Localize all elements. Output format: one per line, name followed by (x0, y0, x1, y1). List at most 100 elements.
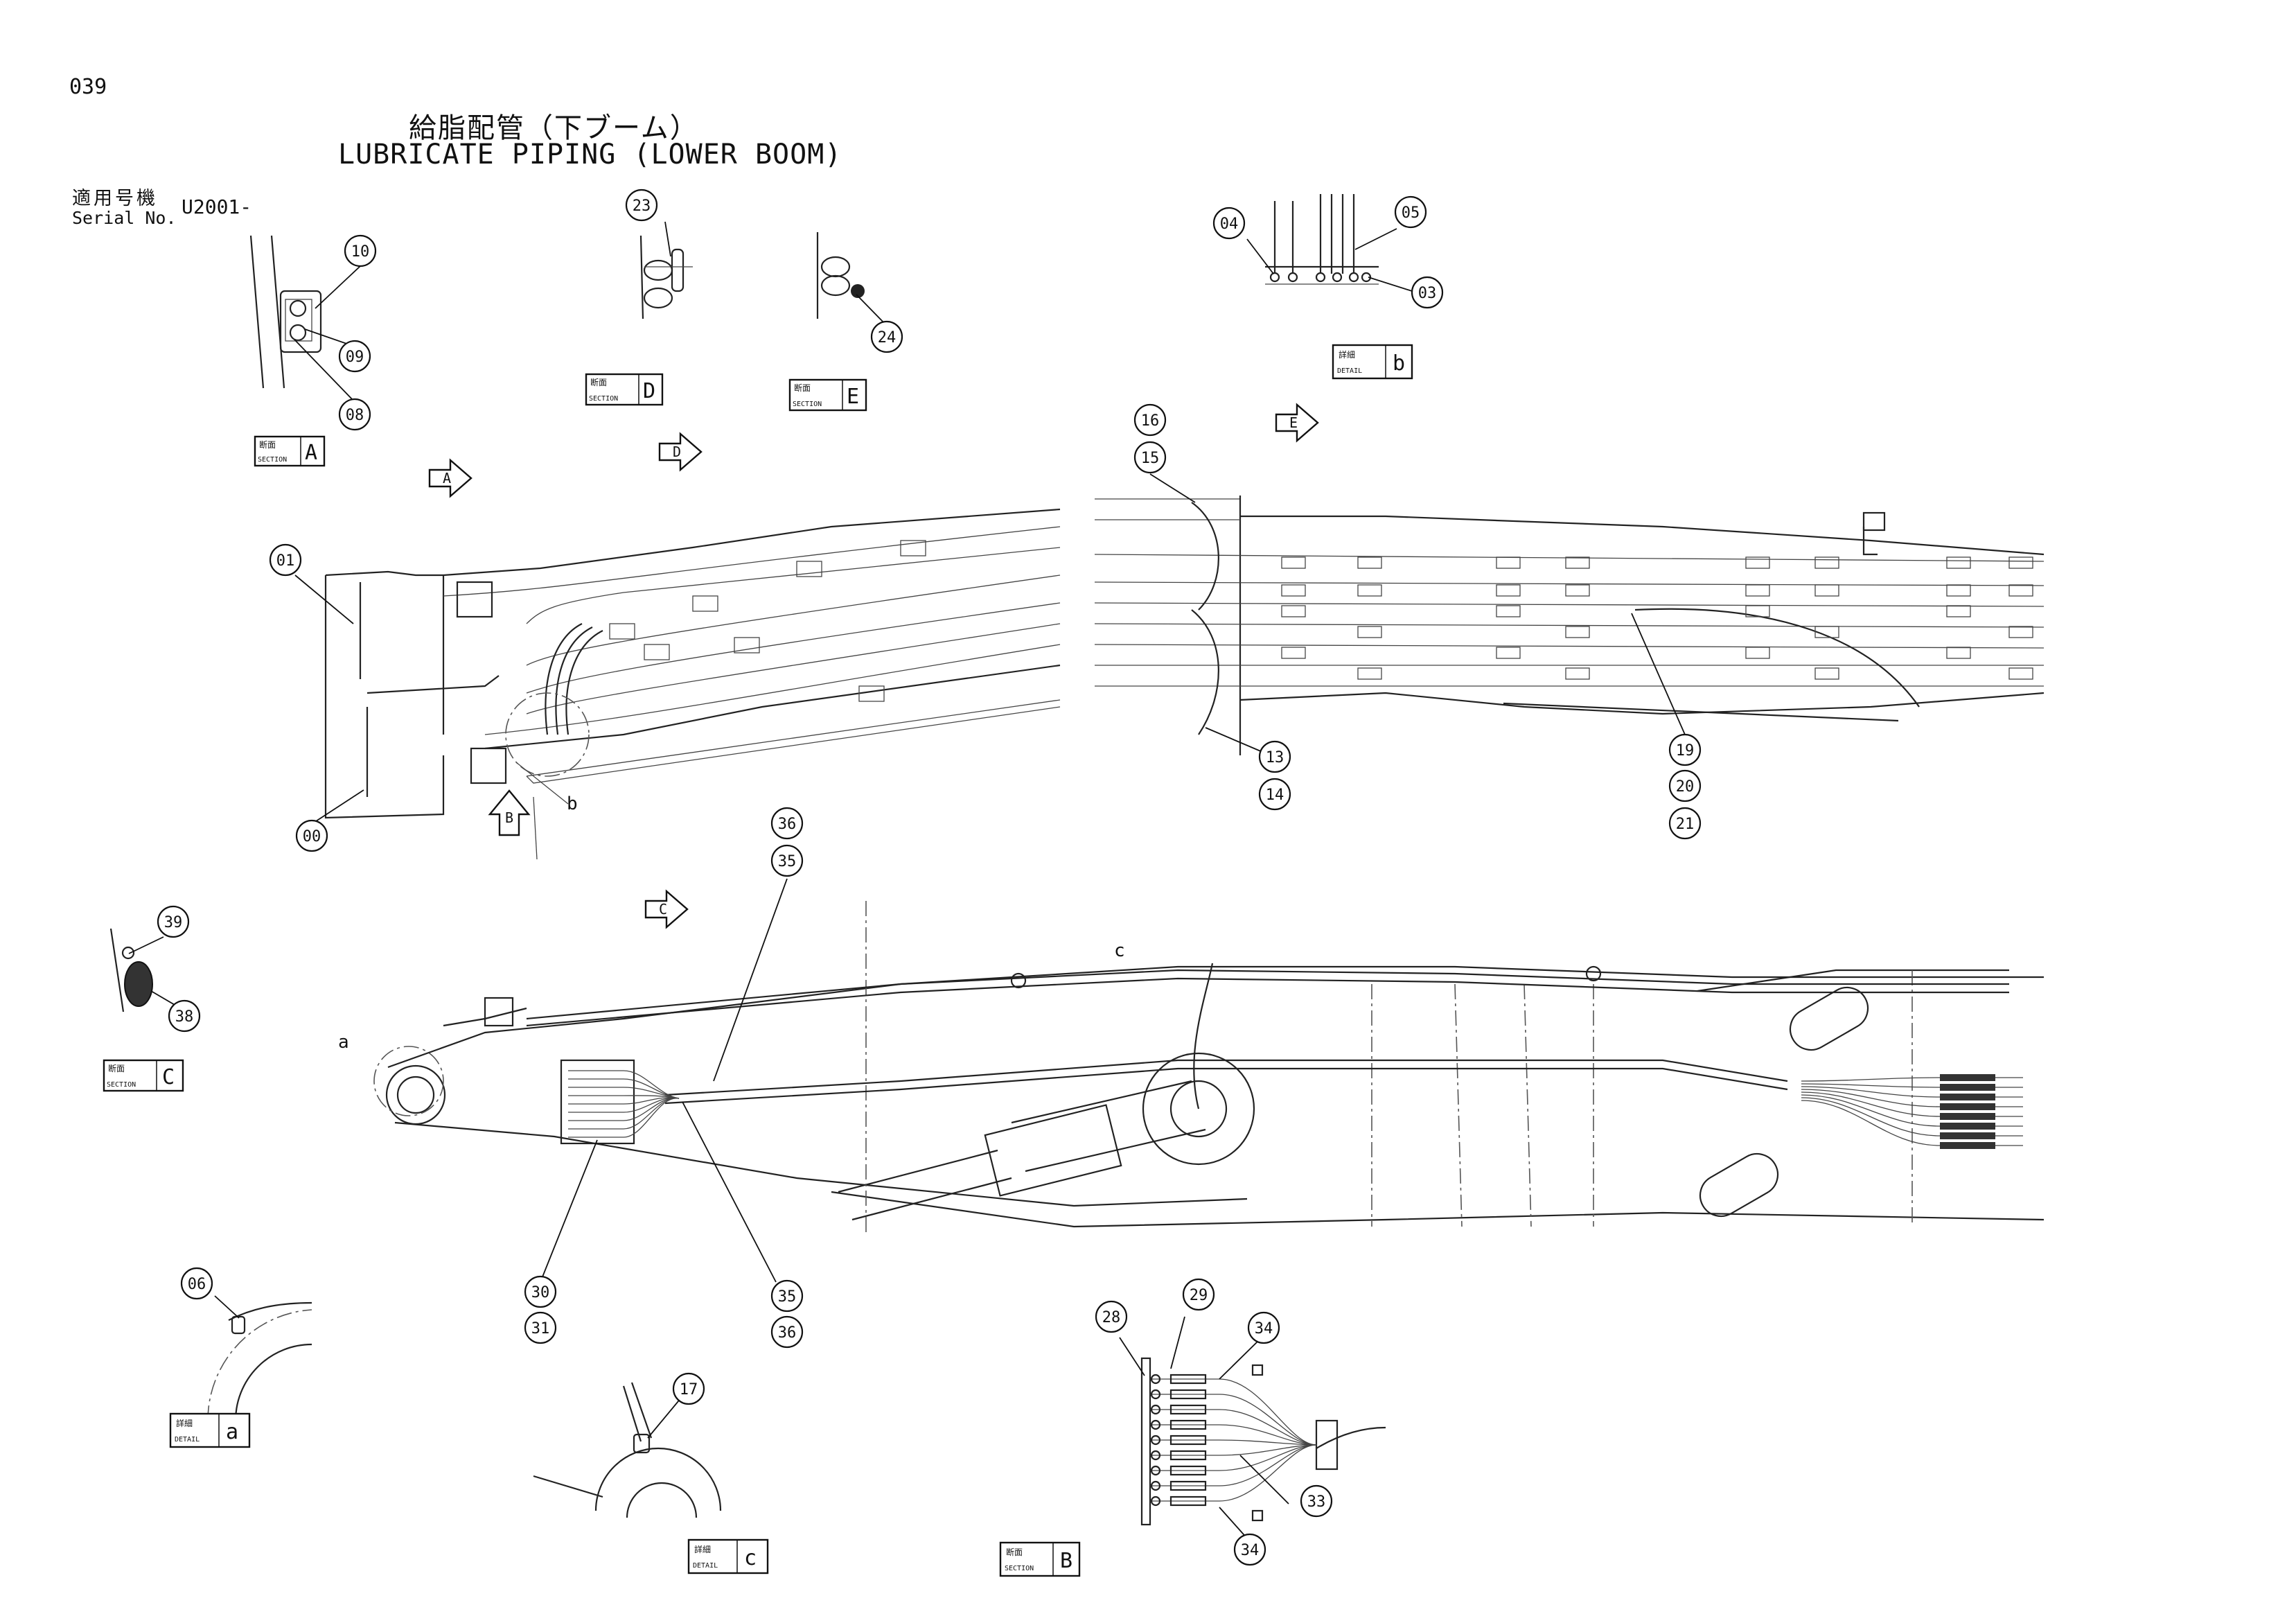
fitting-block (1565, 626, 1590, 638)
callout-20: 20 (1668, 769, 1702, 802)
svg-text:a: a (226, 1420, 238, 1444)
svg-text:A: A (305, 441, 317, 465)
page-number: 039 (69, 75, 107, 99)
svg-text:DETAIL: DETAIL (1337, 367, 1362, 375)
hose-fitting (1169, 1480, 1207, 1491)
fitting-block (1565, 556, 1590, 569)
hose-line (1801, 1097, 2023, 1137)
callout-30: 30 (524, 1275, 557, 1308)
svg-text:06: 06 (188, 1276, 206, 1293)
hose-line (1150, 1444, 1317, 1456)
hose-fitting (1169, 1374, 1207, 1385)
svg-text:29: 29 (1190, 1287, 1208, 1304)
section-b-hoses (1150, 1374, 1317, 1507)
callout-15: 15 (1133, 441, 1167, 474)
svg-text:D: D (673, 444, 681, 460)
serial-number-value: U2001- (182, 195, 252, 218)
callout-39: 39 (157, 905, 190, 938)
svg-text:39: 39 (164, 914, 183, 931)
callout-10: 10 (344, 234, 377, 267)
fitting-block (2008, 626, 2033, 638)
upper-right-boom-view (1094, 495, 2045, 755)
fitting-block (2008, 667, 2033, 680)
view-arrow-d: D (658, 432, 703, 472)
svg-text:28: 28 (1102, 1309, 1121, 1326)
view-arrow-b: B (488, 789, 531, 836)
title-japanese: 給脂配管（下ブーム） (409, 112, 699, 144)
detail-marker-a: a (338, 1032, 349, 1053)
grease-nipple (1150, 1450, 1161, 1461)
fitting-block (1281, 556, 1306, 569)
svg-text:D: D (643, 379, 655, 403)
fitting-block (1565, 667, 1590, 680)
callout-03: 03 (1411, 276, 1444, 309)
hose-fitting (1940, 1094, 1995, 1100)
callout-31: 31 (524, 1311, 557, 1344)
hose-line (1150, 1444, 1317, 1486)
section-a-sketch (249, 235, 322, 389)
serial-label-japanese: 適用号機 (72, 188, 158, 209)
svg-text:23: 23 (633, 198, 651, 215)
grease-nipple (1150, 1480, 1161, 1491)
svg-text:35: 35 (778, 853, 797, 870)
callout-14: 14 (1258, 778, 1291, 811)
section-b-sketch (1140, 1357, 1386, 1526)
hose-fitting (1169, 1435, 1207, 1446)
fitting-blocks (1281, 556, 2033, 680)
detail-marker-b: b (567, 793, 578, 814)
svg-text:03: 03 (1418, 285, 1437, 302)
callout-08: 08 (338, 398, 371, 431)
serial-label-english: Serial No. (72, 208, 177, 228)
svg-text:DETAIL: DETAIL (175, 1436, 200, 1444)
detail-marker-c: c (1114, 940, 1125, 961)
callout-35: 35 (770, 844, 804, 877)
svg-text:C: C (162, 1065, 175, 1089)
svg-text:B: B (505, 809, 513, 826)
hose-fitting (1169, 1465, 1207, 1476)
fitting-block (1745, 605, 1770, 617)
svg-text:断面: 断面 (259, 439, 276, 450)
svg-text:24: 24 (878, 329, 897, 346)
svg-text:30: 30 (531, 1284, 550, 1301)
leader-lines (128, 221, 1686, 1541)
tag-section-a: 断面 SECTION A (254, 435, 326, 467)
callout-17: 17 (672, 1372, 705, 1405)
fitting-block (1946, 584, 1971, 597)
callout-34: 34 (1233, 1533, 1266, 1566)
svg-text:10: 10 (351, 243, 370, 261)
hose-fitting (1169, 1389, 1207, 1400)
svg-text:SECTION: SECTION (1005, 1565, 1034, 1572)
hose-fitting (1940, 1113, 1995, 1120)
fitting-block (1496, 556, 1521, 569)
fitting-block (1357, 626, 1382, 638)
svg-text:A: A (443, 470, 451, 486)
svg-text:01: 01 (276, 552, 295, 570)
svg-text:断面: 断面 (794, 383, 811, 393)
callout-06: 06 (180, 1267, 213, 1300)
hose-line (1801, 1100, 2023, 1146)
grease-nipple (1150, 1374, 1161, 1385)
svg-text:SECTION: SECTION (107, 1081, 136, 1089)
svg-text:SECTION: SECTION (258, 456, 287, 464)
svg-text:21: 21 (1676, 816, 1695, 833)
svg-text:35: 35 (778, 1288, 797, 1306)
svg-text:16: 16 (1141, 412, 1160, 430)
svg-text:13: 13 (1266, 749, 1284, 766)
hose-line (568, 1098, 680, 1130)
hose-line (1150, 1378, 1317, 1446)
hose-fitting (1169, 1495, 1207, 1507)
svg-text:b: b (1393, 351, 1405, 376)
view-arrow-e: E (1275, 403, 1319, 443)
grease-nipple (1150, 1465, 1161, 1476)
svg-text:14: 14 (1266, 787, 1284, 804)
grease-nipple (1150, 1404, 1161, 1415)
callout-36: 36 (770, 807, 804, 840)
callout-23: 23 (625, 188, 658, 222)
fitting-block (2008, 584, 2033, 597)
detail-b-sketch (1265, 194, 1379, 285)
fitting-block (1496, 605, 1521, 617)
